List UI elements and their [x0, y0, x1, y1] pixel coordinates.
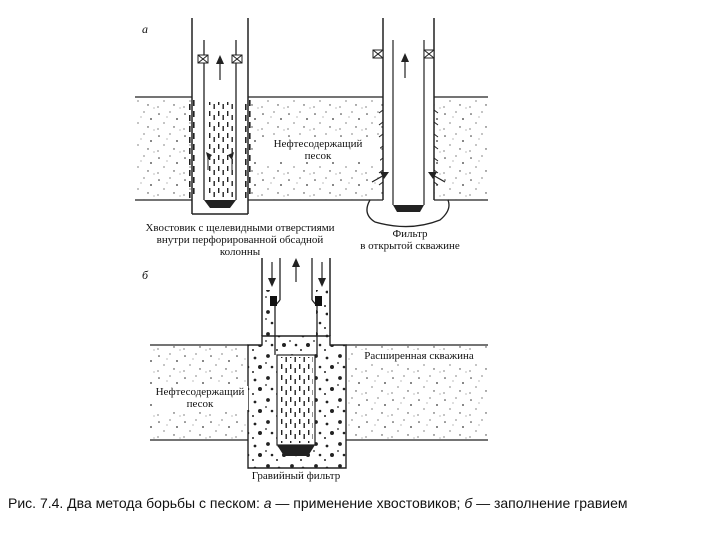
label-enlarged-hole: Расширенная скважина — [355, 350, 483, 362]
label-oil-sand-a: Нефтесодержащий песок — [256, 138, 380, 162]
label-oil-sand-b: Нефтесодержащий песок — [152, 386, 248, 410]
panel-b — [150, 258, 488, 469]
figure-caption: Рис. 7.4. Два метода борьбы с песком: а … — [8, 495, 628, 511]
panel-a — [135, 18, 488, 228]
figure-diagram: а б Нефтесодержащий песок Хвостовик с ще… — [135, 18, 488, 482]
sand-layer-a-left — [135, 98, 192, 200]
panel-a-letter: а — [142, 22, 148, 36]
sand-layer-a-right — [434, 98, 488, 200]
label-liner: Хвостовик с щелевидными отверстиями внут… — [145, 222, 335, 258]
sand-layer-b-right — [346, 345, 488, 440]
label-gravel-filter: Гравийный фильтр — [251, 470, 341, 482]
panel-b-letter: б — [142, 268, 149, 282]
liner-well — [188, 18, 252, 215]
open-hole-well — [366, 18, 450, 228]
label-open-hole-filter: Фильтр в открытой скважине — [360, 228, 460, 252]
